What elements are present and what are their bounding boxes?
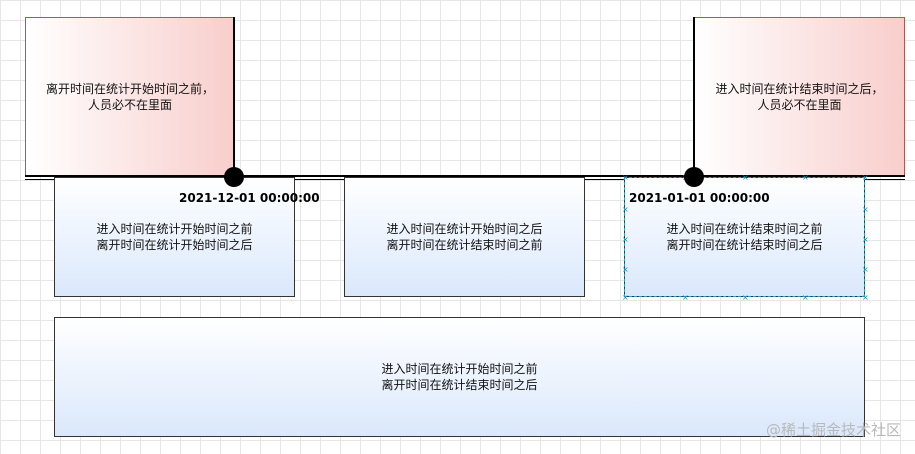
resize-handle[interactable]: × [742,293,749,302]
resize-handle[interactable]: × [622,173,629,182]
resize-handle[interactable]: × [862,293,869,302]
resize-handle[interactable]: × [862,205,869,214]
resize-handle[interactable]: × [622,265,629,274]
resize-handle[interactable]: × [862,235,869,244]
start-marker-line [233,17,235,177]
box-enter-before-start-leave-after-end[interactable]: 进入时间在统计开始时间之前 离开时间在统计结束时间之后 [54,317,865,437]
end-time-marker[interactable] [684,167,704,187]
resize-handle[interactable]: × [622,205,629,214]
box-enter-after-start-leave-before-end-text: 进入时间在统计开始时间之后 离开时间在统计结束时间之前 [386,222,543,252]
box-enter-after-end[interactable]: 进入时间在统计结束时间之后， 人员必不在里面 [694,17,905,177]
start-time-label: 2021-12-01 00:00:00 [179,191,320,205]
box-enter-before-start-leave-after-end-text: 进入时间在统计开始时间之前 离开时间在统计结束时间之后 [381,362,538,392]
box-enter-before-start-leave-after-start-text: 进入时间在统计开始时间之前 离开时间在统计开始时间之后 [96,222,253,252]
end-marker-line [693,17,695,177]
selection-outline [624,177,865,297]
box-enter-before-end-leave-after-end-text: 进入时间在统计结束时间之前 离开时间在统计结束时间之后 [666,222,823,252]
start-time-marker[interactable] [224,167,244,187]
box-leave-before-start-text: 离开时间在统计开始时间之前， 人员必不在里面 [45,82,214,112]
resize-handle[interactable]: × [622,293,629,302]
resize-handle[interactable]: × [682,293,689,302]
resize-handle[interactable]: × [802,293,809,302]
watermark: @稀土掘金技术社区 [765,421,901,439]
end-time-label: 2021-01-01 00:00:00 [629,191,770,205]
resize-handle[interactable]: × [862,265,869,274]
box-enter-after-end-text: 进入时间在统计结束时间之后， 人员必不在里面 [715,82,884,112]
box-enter-before-start-leave-after-start[interactable]: 进入时间在统计开始时间之前 离开时间在统计开始时间之后 [54,177,295,297]
resize-handle[interactable]: × [742,173,749,182]
resize-handle[interactable]: × [802,173,809,182]
timeline-line [25,175,905,177]
resize-handle[interactable]: × [862,173,869,182]
box-leave-before-start[interactable]: 离开时间在统计开始时间之前， 人员必不在里面 [25,17,235,177]
resize-handle[interactable]: × [622,235,629,244]
box-enter-after-start-leave-before-end[interactable]: 进入时间在统计开始时间之后 离开时间在统计结束时间之前 [344,177,585,297]
